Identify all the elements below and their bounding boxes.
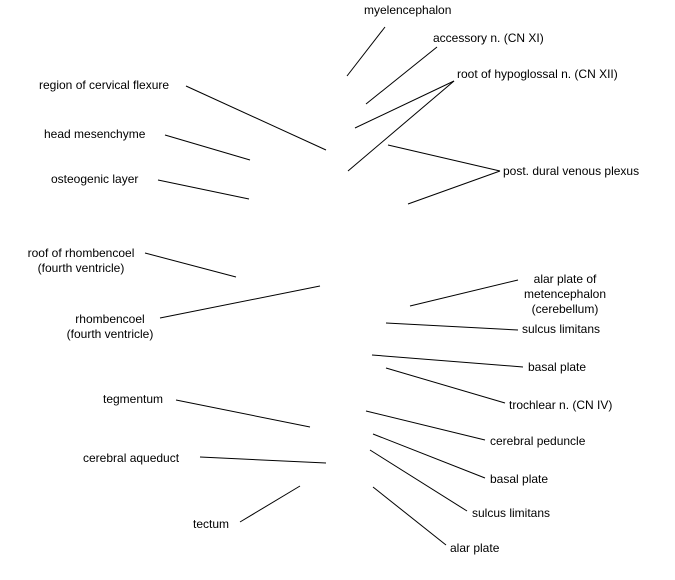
leader-trochlear [385,367,506,404]
leader-alar-metencephalon [409,279,519,307]
leader-cervical [185,85,327,151]
label-roof-rhombencoel: roof of rhombencoel (fourth ventricle) [28,246,135,276]
label-osteogenic-layer: osteogenic layer [51,172,139,186]
leader-dural-a [387,144,501,172]
label-basal-plate-upper: basal plate [528,360,587,374]
leader-accessory [365,46,438,105]
label-rhombencoel-line1: rhombencoel [75,312,145,326]
leader-hypoglossal-a [354,80,455,129]
label-myelencephalon: myelencephalon [364,3,452,17]
label-alar-plate-metencephalon: alar plate of metencephalon (cerebellum) [524,272,606,317]
label-tectum: tectum [193,517,230,531]
leader-tectum [239,485,301,523]
label-accessory-nerve: accessory n. (CN XI) [433,31,544,45]
leader-myelencephalon [346,26,386,77]
leader-basal-lower [372,433,486,479]
label-cerebral-peduncle: cerebral peduncle [490,434,586,448]
leader-basal-upper [371,354,524,368]
leader-dural-b [407,170,501,205]
label-rhombencoel: rhombencoel (fourth ventricle) [67,312,154,342]
label-sulcus-limitans-upper: sulcus limitans [522,322,601,336]
label-basal-plate-lower: basal plate [490,472,549,486]
label-trochlear-nerve: trochlear n. (CN IV) [509,398,613,412]
label-root-hypoglossal: root of hypoglossal n. (CN XII) [457,67,618,81]
leader-rhombencoel [159,285,321,319]
label-post-dural-plexus: post. dural venous plexus [503,164,640,178]
label-alar-metencephalon-line1: alar plate of [533,272,597,286]
leader-tegmentum [175,399,311,428]
label-sulcus-limitans-lower: sulcus limitans [472,506,551,520]
label-head-mesenchyme: head mesenchyme [44,127,146,141]
label-alar-plate: alar plate [450,541,500,555]
label-cerebral-aqueduct: cerebral aqueduct [83,451,180,465]
leader-sulcus-lower [369,449,468,512]
label-roof-rhombencoel-line1: roof of rhombencoel [27,246,135,260]
leader-alar [372,486,447,546]
label-roof-rhombencoel-line2: (fourth ventricle) [37,261,125,275]
leader-osteogenic [157,179,250,200]
leader-head-mesenchyme [164,134,251,161]
leader-peduncle [365,410,486,441]
leader-aqueduct [199,456,327,464]
leader-roof-rhombencoel [144,252,237,278]
leader-hypoglossal-b [347,80,455,172]
label-tegmentum: tegmentum [103,392,164,406]
label-cervical-flexure: region of cervical flexure [39,78,170,92]
label-alar-metencephalon-line3: (cerebellum) [531,302,599,316]
label-alar-metencephalon-line2: metencephalon [523,287,607,301]
label-rhombencoel-line2: (fourth ventricle) [66,327,154,341]
leader-sulcus-upper [385,322,519,331]
